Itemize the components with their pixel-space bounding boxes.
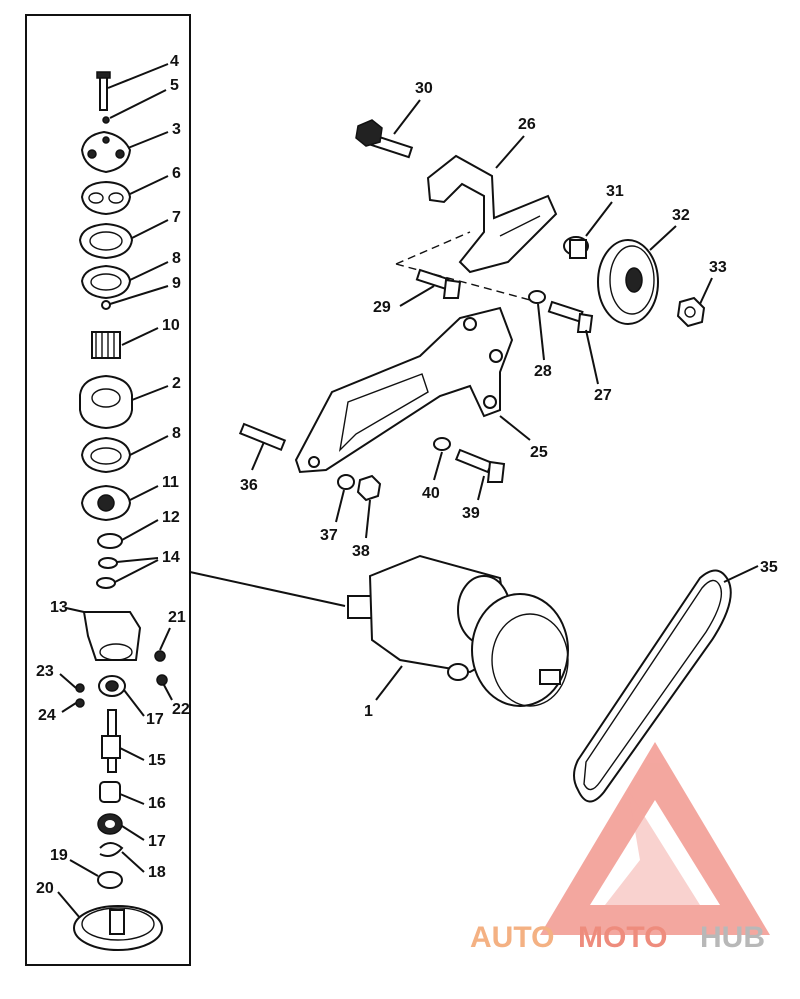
part-number-label-p29: 29 <box>373 299 391 316</box>
part-number-label-p6: 6 <box>172 165 181 182</box>
watermark-moto: MOTO <box>578 921 667 954</box>
part-clip-18 <box>99 842 124 857</box>
part-gasket-6 <box>80 180 132 216</box>
assembly-dashed-line-b <box>395 263 531 301</box>
part-nut-38 <box>356 474 382 502</box>
part-pump-1 <box>347 554 569 707</box>
part-number-label-p2: 2 <box>172 375 181 392</box>
part-number-label-p16: 16 <box>148 795 166 812</box>
part-belt-35 <box>573 569 732 803</box>
part-shaft-15 <box>101 709 121 773</box>
part-gasket-8a <box>80 264 132 300</box>
part-number-label-p35: 35 <box>760 559 778 576</box>
part-number-label-p3: 3 <box>172 121 181 138</box>
part-number-label-p21: 21 <box>168 609 186 626</box>
part-washer-23 <box>75 683 85 693</box>
part-bearing-17a <box>98 675 126 697</box>
part-number-label-p7: 7 <box>172 209 181 226</box>
part-number-label-p1: 1 <box>364 703 373 720</box>
part-number-label-p24: 24 <box>38 707 56 724</box>
part-washer-28 <box>528 290 546 304</box>
part-cover-3 <box>80 130 132 174</box>
left-leader-lines <box>57 63 173 919</box>
part-number-label-p27: 27 <box>594 387 612 404</box>
part-number-label-p26: 26 <box>518 116 536 133</box>
part-number-label-p5: 5 <box>170 77 179 94</box>
part-number-label-p14: 14 <box>162 549 180 566</box>
part-number-label-p8b: 8 <box>172 425 181 442</box>
watermark-auto: AUTO <box>470 921 554 954</box>
part-number-label-p22: 22 <box>172 701 190 718</box>
part-number-label-p25: 25 <box>530 444 548 461</box>
part-number-label-p11: 11 <box>162 474 179 491</box>
part-bracket-26 <box>426 154 558 274</box>
part-mount-bracket-25 <box>294 306 514 474</box>
part-number-label-p17a: 17 <box>146 711 164 728</box>
part-plate-11 <box>80 484 132 522</box>
part-number-label-p17b: 17 <box>148 833 166 850</box>
part-pulley-20 <box>73 905 163 951</box>
part-number-label-p40: 40 <box>422 485 440 502</box>
part-number-label-p9: 9 <box>172 275 181 292</box>
part-nut-24 <box>75 698 85 708</box>
part-number-label-p31: 31 <box>606 183 624 200</box>
part-number-label-p37: 37 <box>320 527 338 544</box>
part-number-label-p32: 32 <box>672 207 690 224</box>
part-number-label-p33: 33 <box>709 259 727 276</box>
part-screw-4 <box>96 71 111 111</box>
part-gasket-8b <box>80 436 132 474</box>
part-number-label-p19: 19 <box>50 847 68 864</box>
part-bolt-27 <box>547 300 594 333</box>
part-washer-5 <box>102 116 110 124</box>
part-bolt-29 <box>415 268 462 299</box>
part-bearing-17b <box>97 813 123 835</box>
part-number-label-p38: 38 <box>352 543 370 560</box>
part-body-13 <box>82 611 142 661</box>
part-bolt-30 <box>355 119 414 159</box>
part-oring-12 <box>97 533 123 549</box>
part-plate-7 <box>78 222 134 260</box>
part-housing-2 <box>79 374 133 430</box>
part-bolt-39 <box>454 448 506 483</box>
part-number-label-p8a: 8 <box>172 250 181 267</box>
part-number-label-p30: 30 <box>415 80 433 97</box>
part-number-label-p12: 12 <box>162 509 180 526</box>
assembly-dashed-line-a <box>395 231 471 265</box>
part-nut-33 <box>676 296 706 328</box>
part-washer-19 <box>97 871 123 889</box>
part-nut-22 <box>156 674 168 686</box>
right-leader-lines <box>251 99 759 701</box>
part-pin-9 <box>101 300 111 310</box>
watermark-hub: HUB <box>700 921 765 954</box>
part-washer-40 <box>433 437 451 451</box>
exploded-view-frame <box>25 14 191 966</box>
part-number-label-p20: 20 <box>36 880 54 897</box>
part-number-label-p13: 13 <box>50 599 68 616</box>
part-number-label-p18: 18 <box>148 864 166 881</box>
part-spacer-31 <box>563 236 589 259</box>
inset-leader-line <box>189 571 346 607</box>
part-number-label-p23: 23 <box>36 663 54 680</box>
watermark-text: AUTO MOTO HUB <box>470 921 765 954</box>
part-washer-21 <box>154 650 166 662</box>
part-number-label-p39: 39 <box>462 505 480 522</box>
part-washer-37 <box>337 474 355 490</box>
watermark-logo <box>540 742 770 935</box>
part-sleeve-16 <box>99 781 121 803</box>
part-stud-36 <box>238 422 287 452</box>
part-idler-pulley-32 <box>597 239 659 325</box>
part-number-label-p15: 15 <box>148 752 166 769</box>
part-number-label-p4: 4 <box>170 53 179 70</box>
part-impeller-10 <box>91 331 121 359</box>
part-number-label-p28: 28 <box>534 363 552 380</box>
part-number-label-p36: 36 <box>240 477 258 494</box>
part-number-label-p10: 10 <box>162 317 180 334</box>
part-seals-14 <box>96 557 118 589</box>
